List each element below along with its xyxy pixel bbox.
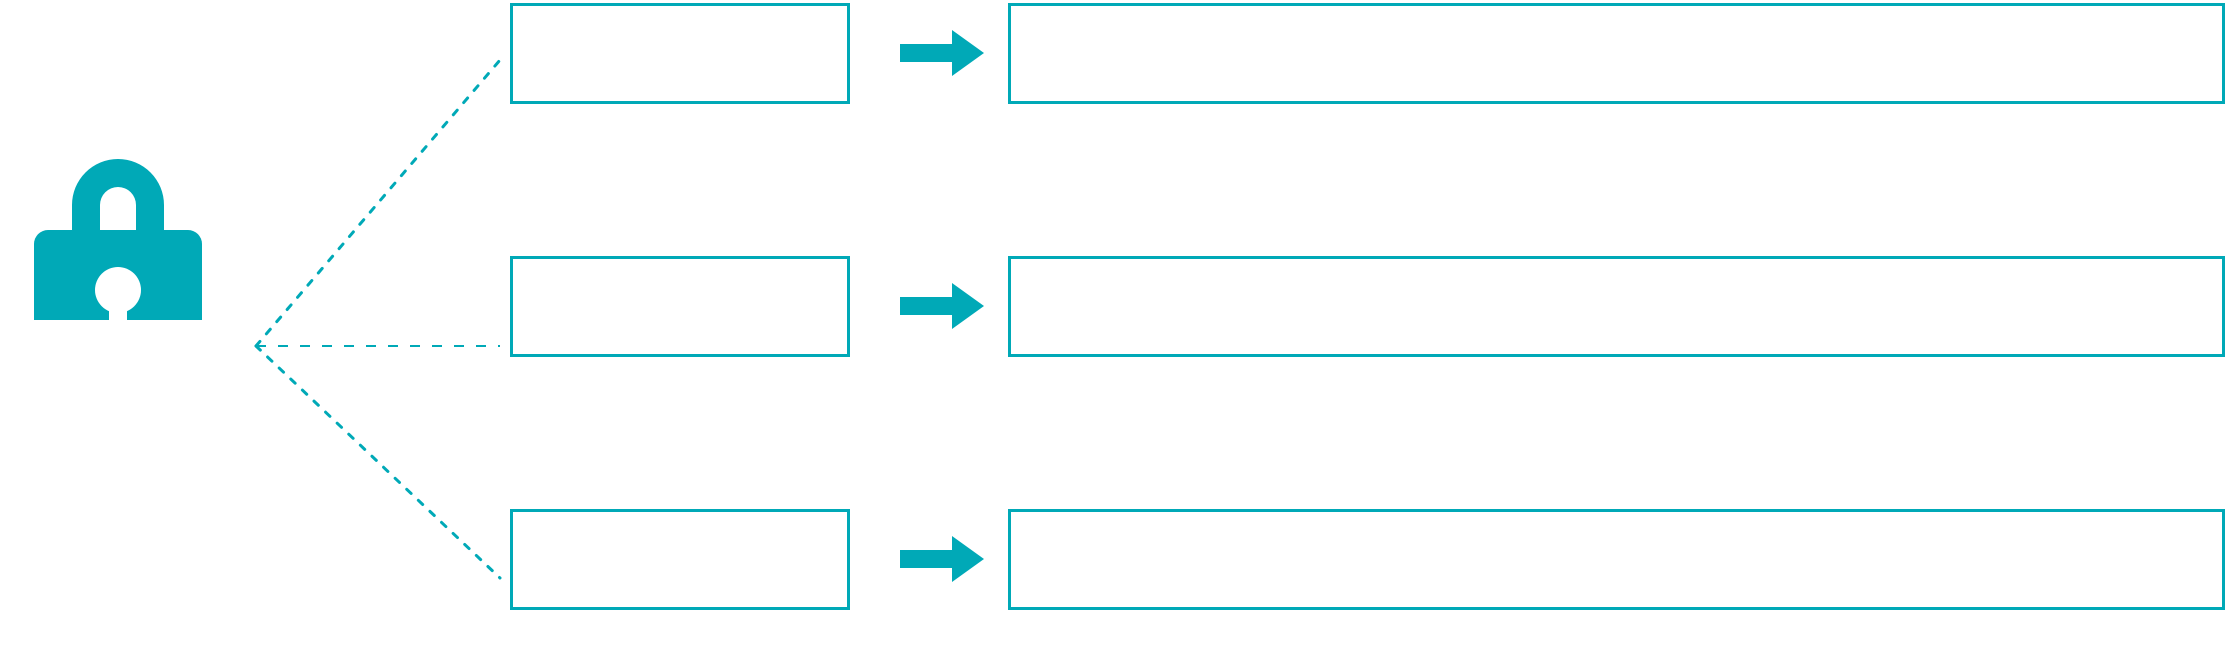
row-3-left-box[interactable] xyxy=(510,509,850,610)
row-2-left-box-label xyxy=(513,259,847,279)
row-2-right-box[interactable] xyxy=(1008,256,2225,357)
row-1-right-box[interactable] xyxy=(1008,3,2225,104)
row-1-left-box-label xyxy=(513,6,847,26)
connector-line-top xyxy=(254,58,502,348)
row-3-left-box-label xyxy=(513,512,847,532)
row-1-right-box-label xyxy=(1011,6,2222,26)
row-1-left-box[interactable] xyxy=(510,3,850,104)
row-1-arrow xyxy=(900,30,984,76)
connector-line-bottom xyxy=(254,344,502,580)
row-2-left-box[interactable] xyxy=(510,256,850,357)
lock-icon xyxy=(28,150,228,320)
row-2-arrow xyxy=(900,283,984,329)
row-3-right-box-label xyxy=(1011,512,2222,532)
row-2-right-box-label xyxy=(1011,259,2222,279)
row-3-right-box[interactable] xyxy=(1008,509,2225,610)
row-3-arrow xyxy=(900,536,984,582)
